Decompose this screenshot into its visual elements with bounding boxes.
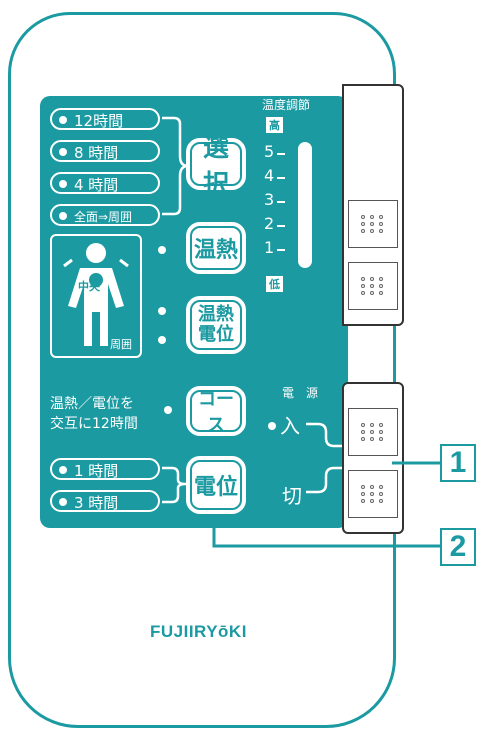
course-button-label: コース xyxy=(198,389,234,436)
course-indicator-dot xyxy=(164,406,172,414)
potential-option-3h: 3 時間 xyxy=(50,490,160,512)
warm-button[interactable]: 温熱 xyxy=(186,222,246,274)
callout-1: 1 xyxy=(440,444,476,482)
potential-option-label: 1 時間 xyxy=(74,462,119,480)
time-option-label: 8 時間 xyxy=(74,144,119,162)
time-option-center-around: 全面⇒周囲 xyxy=(50,204,160,226)
warm-potential-button-label: 温熱 電位 xyxy=(198,304,234,345)
time-option-label: 12時間 xyxy=(74,112,124,130)
time-option-4h: 4 時間 xyxy=(50,172,160,194)
warm-potential-indicator-dot-1 xyxy=(158,307,166,315)
temperature-level-5: 5 xyxy=(264,142,275,161)
potential-option-1h: 1 時間 xyxy=(50,458,160,480)
course-button[interactable]: コース xyxy=(186,386,246,436)
temperature-title: 温度調節 xyxy=(262,98,311,112)
potential-button[interactable]: 電位 xyxy=(186,456,246,514)
power-title: 電 源 xyxy=(282,386,319,400)
time-option-label: 4 時間 xyxy=(74,176,119,194)
brand-logo: FUJIIRYōKI xyxy=(150,622,247,641)
temperature-level-3: 3 xyxy=(264,190,275,209)
temperature-level-2: 2 xyxy=(264,214,275,233)
side-button-on[interactable] xyxy=(348,408,398,456)
power-on-label: 入 xyxy=(280,414,300,438)
center-zone-label: 中央 xyxy=(78,280,100,293)
warm-potential-indicator-dot-2 xyxy=(158,336,166,344)
course-description: 温熱／電位を 交互に12時間 xyxy=(50,396,138,432)
temperature-scale: 5 4 3 2 1 xyxy=(264,142,294,268)
time-option-label: 全面⇒周囲 xyxy=(74,210,133,224)
warm-indicator-dot xyxy=(158,246,166,254)
warm-potential-button[interactable]: 温熱 電位 xyxy=(186,296,246,354)
around-zone-label: 周囲 xyxy=(110,338,132,351)
time-option-8h: 8 時間 xyxy=(50,140,160,162)
temperature-high-label: 高 xyxy=(266,117,283,133)
callout-2-label: 2 xyxy=(449,530,467,563)
potential-button-label: 電位 xyxy=(193,475,238,500)
body-figure-icon xyxy=(63,243,129,346)
warm-button-label: 温熱 xyxy=(193,238,238,263)
side-button-off[interactable] xyxy=(348,470,398,518)
callout-2: 2 xyxy=(440,528,476,566)
time-option-12h: 12時間 xyxy=(50,108,160,130)
select-button-label: 選択 xyxy=(202,133,229,200)
temperature-level-4: 4 xyxy=(264,166,275,185)
side-button-upper-1[interactable] xyxy=(348,200,398,248)
body-figure-box: 中央 周囲 xyxy=(50,234,142,358)
select-button[interactable]: 選択 xyxy=(186,133,246,200)
power-off-label: 切 xyxy=(282,484,302,508)
temperature-level-1: 1 xyxy=(264,238,275,257)
power-on-dot xyxy=(268,422,276,430)
side-button-upper-2[interactable] xyxy=(348,262,398,310)
potential-option-label: 3 時間 xyxy=(74,494,119,512)
power-switch-arrows xyxy=(306,422,348,494)
callout-1-label: 1 xyxy=(449,446,467,479)
temperature-low-label: 低 xyxy=(266,276,283,292)
temperature-slider[interactable] xyxy=(298,142,312,268)
